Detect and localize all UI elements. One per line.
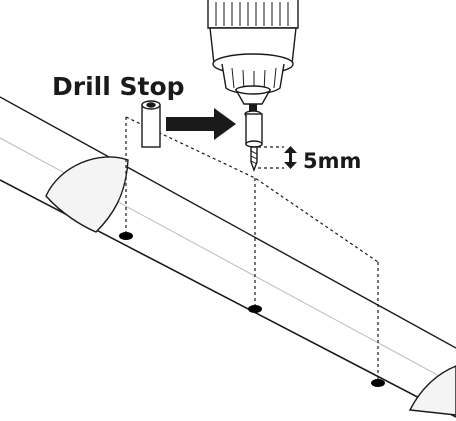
- power-drill-icon: [207, 0, 299, 118]
- depth-label: 5mm: [303, 149, 361, 173]
- drill-stop-label: Drill Stop: [52, 72, 185, 101]
- tube-end-cap: [45, 156, 129, 233]
- drill-hole-right: [371, 379, 385, 387]
- drill-bit: [245, 113, 263, 172]
- tube-right-end: [408, 365, 456, 416]
- guide-top: [125, 116, 379, 263]
- drill-hole-middle: [248, 305, 262, 313]
- tube-rail-icon: [0, 96, 456, 418]
- tube-top-edge: [0, 96, 456, 349]
- arrow-right-icon: [166, 108, 236, 140]
- dashed-guides: [125, 116, 379, 382]
- drill-hole-left: [119, 232, 133, 240]
- drill-holes: [119, 232, 385, 387]
- drill-stop-sleeve: [141, 100, 161, 148]
- double-arrow-vertical-icon: [284, 146, 297, 169]
